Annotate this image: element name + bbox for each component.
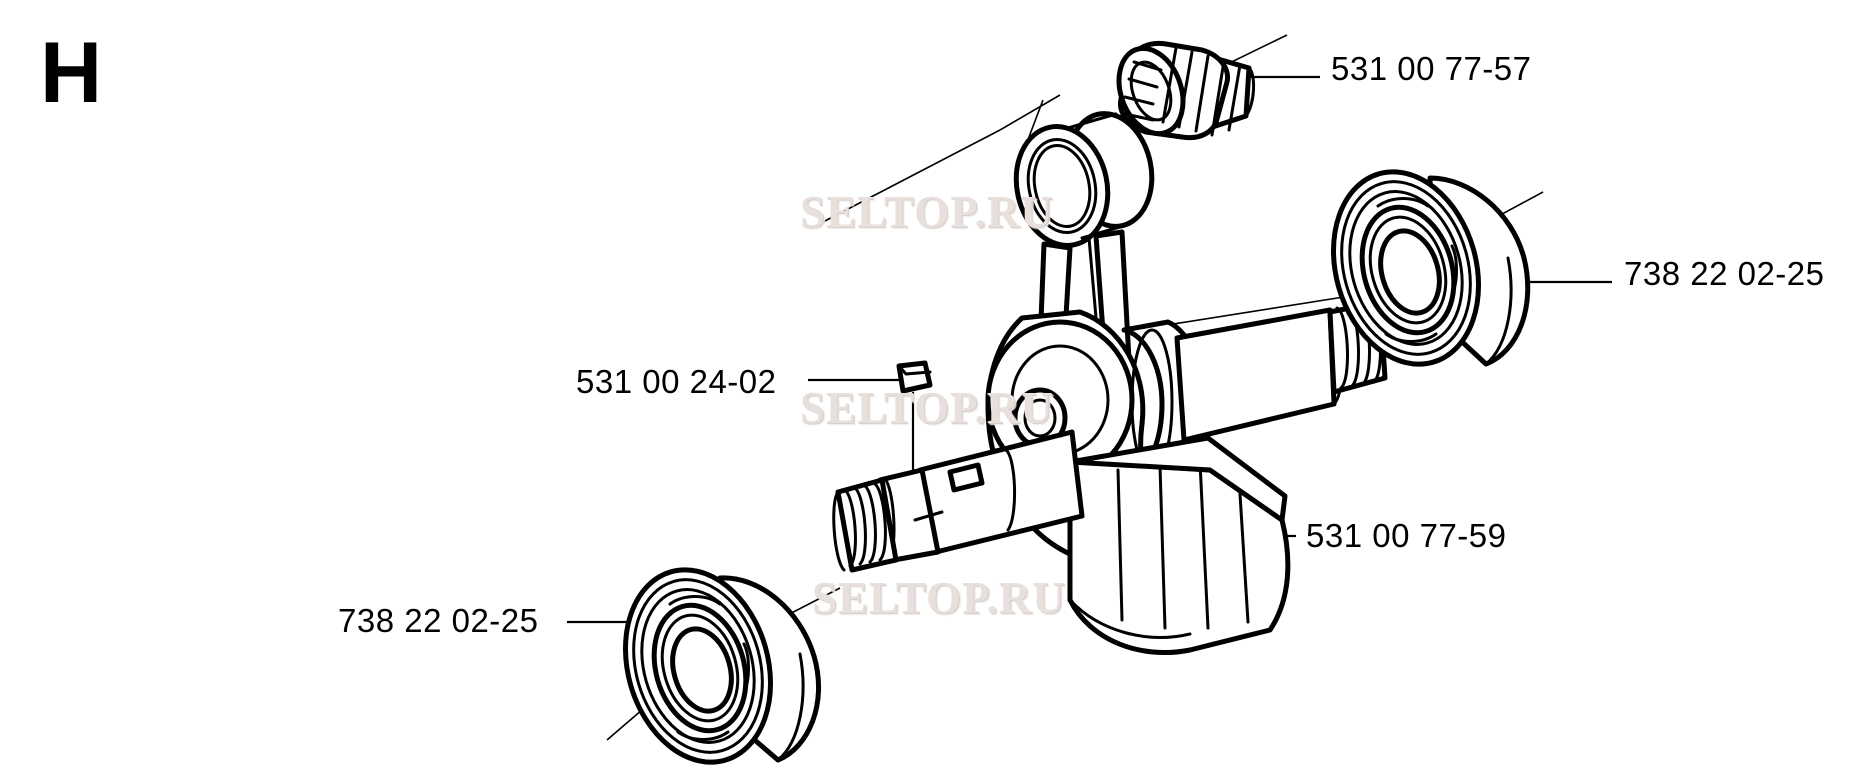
crankshaft-assembly [832, 299, 1388, 656]
ball-bearing-left-part [622, 567, 821, 765]
section-letter: H [40, 25, 103, 121]
part-number-needle-bearing: 531 00 77-57 [1331, 50, 1532, 87]
woodruff-key-part [896, 360, 933, 394]
part-number-ball-bearing-left: 738 22 02-25 [338, 602, 539, 639]
watermark-seltop-3: SELTOP.RU [812, 573, 1066, 623]
watermark-seltop-2: SELTOP.RU [800, 383, 1054, 433]
part-number-ball-bearing-right: 738 22 02-25 [1624, 255, 1825, 292]
part-number-woodruff-key: 531 00 24-02 [576, 363, 777, 400]
needle-bearing-part [1116, 40, 1255, 141]
watermark-seltop-1: SELTOP.RU [800, 187, 1054, 237]
ball-bearing-right-part [1330, 169, 1531, 367]
part-number-crankshaft: 531 00 77-59 [1306, 517, 1507, 554]
